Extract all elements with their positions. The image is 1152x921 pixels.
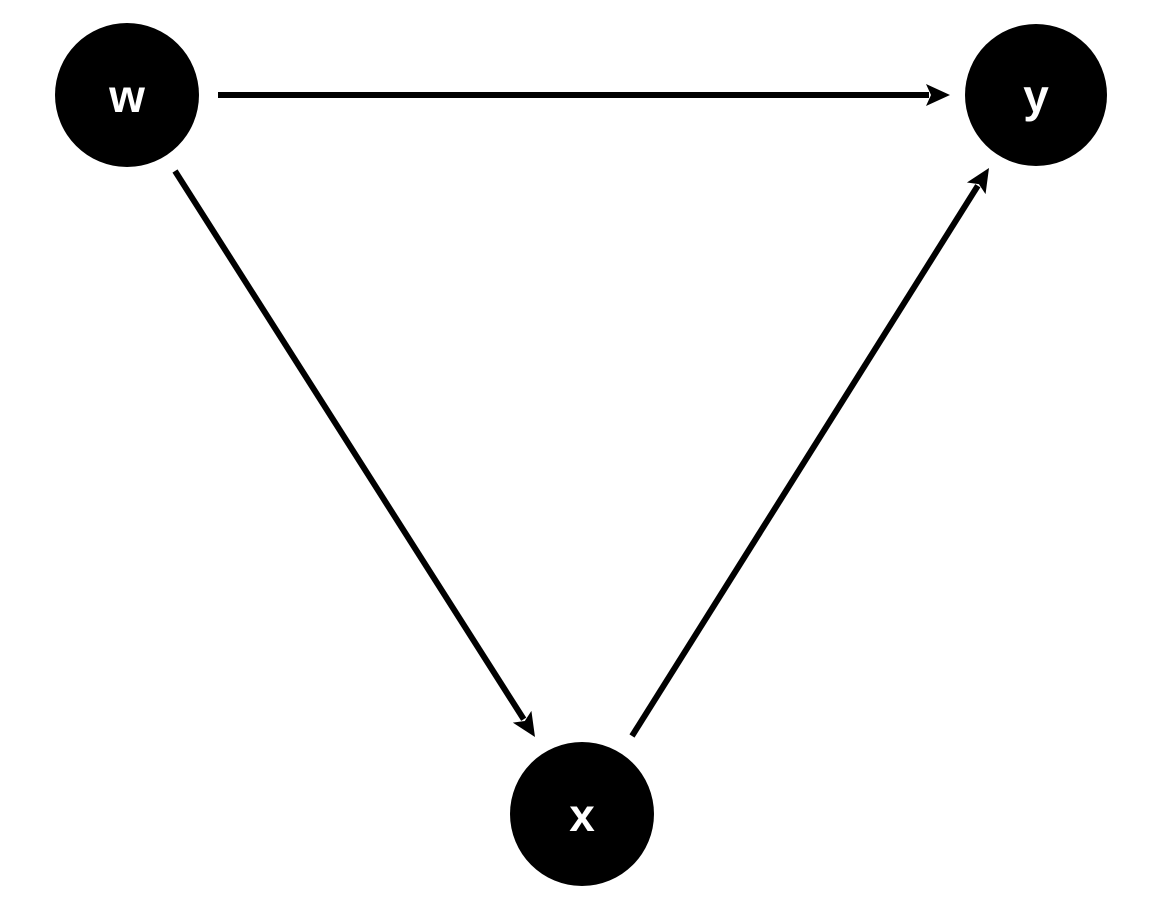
node-y[interactable]: y [965,24,1107,166]
node-label-y: y [1023,70,1049,122]
node-circle-y[interactable] [965,24,1107,166]
node-label-x: x [569,789,595,841]
edge-x-to-y [629,168,989,738]
edge-arrowhead-w-to-x [512,710,535,737]
edge-w-to-x [172,169,535,737]
edge-shaft-x-to-y [629,184,981,738]
edge-arrowhead-x-to-y [966,168,989,195]
node-x[interactable]: x [510,742,654,886]
node-label-w: w [108,70,145,122]
edge-w-to-y [218,84,950,106]
nodes-layer: w y x [55,23,1107,886]
edge-shaft-w-to-x [172,169,527,721]
edge-arrowhead-w-to-y [926,84,950,106]
edges-layer [172,84,989,738]
node-circle-w[interactable] [55,23,199,167]
node-circle-x[interactable] [510,742,654,886]
node-w[interactable]: w [55,23,199,167]
